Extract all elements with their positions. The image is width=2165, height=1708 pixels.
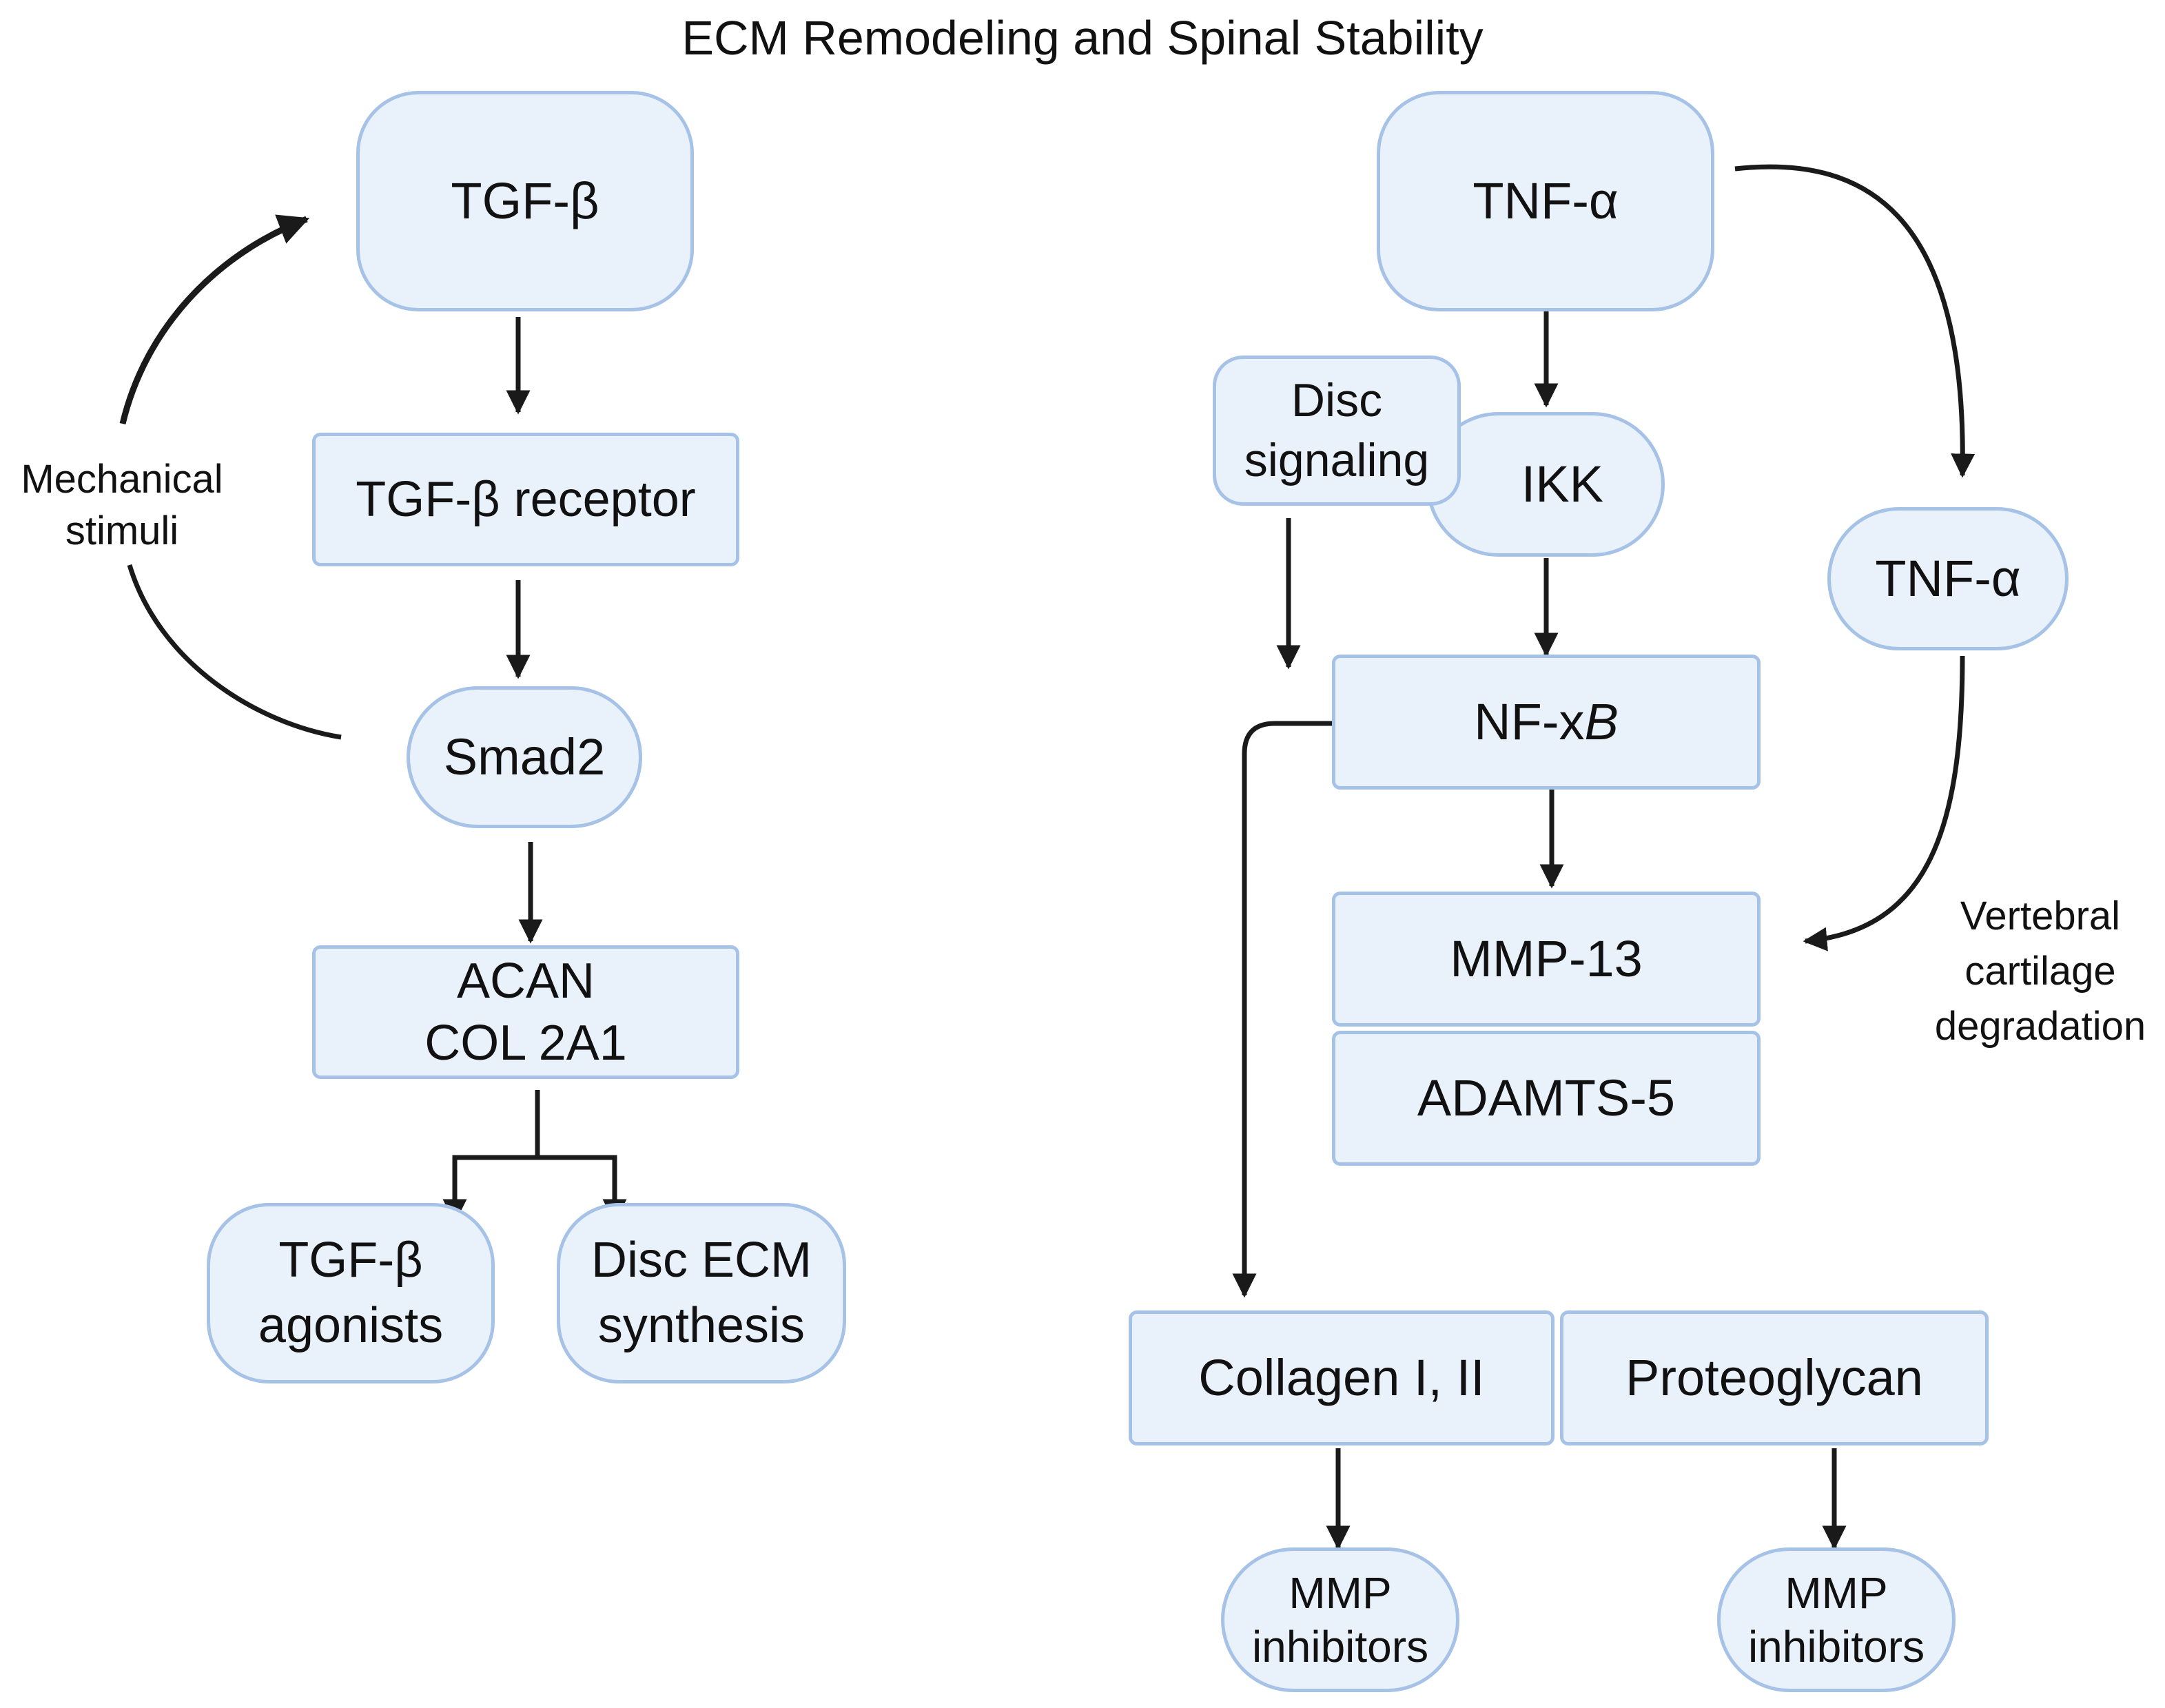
node-mmp-inhibitors-left-label: MMP inhibitors: [1251, 1567, 1429, 1671]
label-vertebral-cartilage-degradation: Vertebral cartilage degradation: [1934, 894, 2146, 1049]
node-disc-signaling-label: Disc signaling: [1244, 373, 1430, 486]
node-adamts5-label: ADAMTS-5: [1417, 1069, 1676, 1126]
node-mmp13-label: MMP-13: [1450, 929, 1643, 987]
label-mechanical-stimuli: Mechanical stimuli: [21, 457, 223, 554]
node-smad2: Smad2: [407, 686, 642, 828]
node-tnf-alpha-top-label: TNF-α: [1473, 172, 1619, 229]
node-tnf-alpha-top: TNF-α: [1377, 91, 1714, 311]
node-tgf-beta-agonists: TGF-β agonists: [207, 1203, 495, 1383]
node-collagen: Collagen I, II: [1129, 1310, 1555, 1445]
node-mmp13: MMP-13: [1332, 892, 1761, 1027]
node-nf-kb-label: NF-xB: [1474, 692, 1619, 753]
node-acan-col2a1-label: ACAN COL 2A1: [424, 954, 627, 1071]
node-smad2-label: Smad2: [443, 728, 606, 785]
arrow-mechanical-upper: [119, 214, 310, 425]
arrow-tnf-side-to-mmp13: [1803, 655, 1965, 951]
node-disc-signaling: Disc signaling: [1213, 356, 1461, 506]
arrow-nfkb-to-collagen: [1232, 721, 1332, 1298]
node-tgf-beta: TGF-β: [356, 91, 694, 311]
node-tnf-alpha-side: TNF-α: [1827, 507, 2069, 650]
node-nf-kb-prefix: NF-x: [1474, 692, 1585, 750]
curve-mechanical-lower: [127, 564, 342, 740]
node-nf-kb: NF-xB: [1332, 655, 1761, 790]
node-mmp-inhibitors-left: MMP inhibitors: [1221, 1547, 1459, 1692]
node-nf-kb-suffix: B: [1584, 692, 1619, 750]
diagram-title: ECM Remodeling and Spinal Stability: [681, 11, 1484, 65]
node-ikk-label: IKK: [1521, 455, 1603, 513]
node-tgf-beta-agonists-label: TGF-β agonists: [258, 1232, 444, 1353]
node-mmp-inhibitors-right: MMP inhibitors: [1717, 1547, 1956, 1692]
node-mmp-inhibitors-right-label: MMP inhibitors: [1747, 1567, 1925, 1671]
node-proteoglycan: Proteoglycan: [1560, 1310, 1989, 1445]
node-disc-ecm-synthesis-label: Disc ECM synthesis: [591, 1232, 812, 1353]
node-tgf-beta-label: TGF-β: [451, 172, 599, 229]
connector-branch: [452, 1155, 617, 1217]
node-proteoglycan-label: Proteoglycan: [1625, 1348, 1923, 1406]
node-disc-ecm-synthesis: Disc ECM synthesis: [557, 1203, 846, 1383]
node-tnf-alpha-side-label: TNF-α: [1875, 549, 2021, 607]
node-tgf-beta-receptor: TGF-β receptor: [312, 433, 739, 566]
node-tgf-beta-receptor-label: TGF-β receptor: [356, 471, 696, 527]
arrow-tnf-to-tnf-side: [1734, 164, 1976, 478]
node-ikk: IKK: [1426, 412, 1665, 557]
node-collagen-label: Collagen I, II: [1198, 1348, 1485, 1406]
node-acan-col2a1: ACAN COL 2A1: [312, 945, 739, 1079]
node-adamts5: ADAMTS-5: [1332, 1031, 1761, 1166]
